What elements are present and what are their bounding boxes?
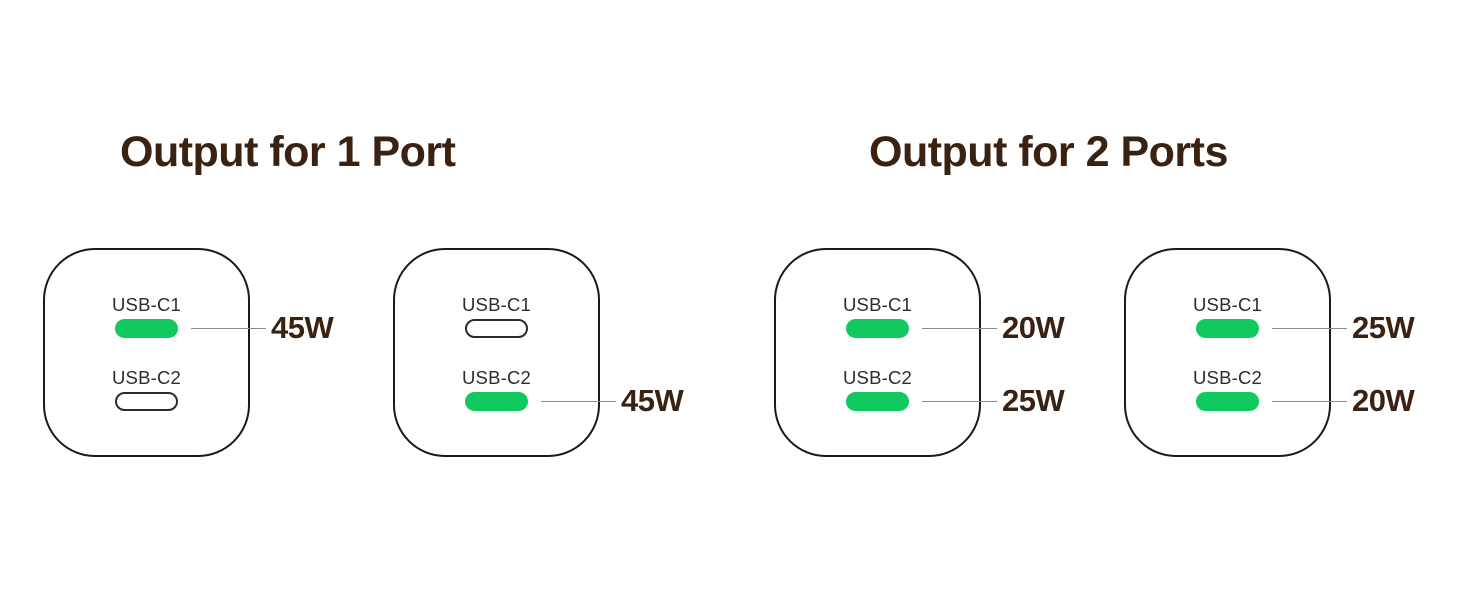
port-group-usb-c1: USB-C1 [45,294,248,338]
usb-port-indicator-active [1196,392,1259,411]
port-label: USB-C2 [461,367,532,388]
port-label: USB-C1 [1192,294,1263,315]
port-group-usb-c1: USB-C1 [395,294,598,338]
usb-port-indicator-active [846,392,909,411]
callout-line [1272,400,1347,403]
port-group-usb-c2: USB-C2 [776,367,979,411]
port-label: USB-C1 [842,294,913,315]
usb-port-indicator-inactive [465,319,528,338]
port-group-usb-c2: USB-C2 [395,367,598,411]
wattage-label: 20W [1002,310,1065,345]
usb-port-indicator-active [846,319,909,338]
charger-diagram-1: USB-C1 USB-C2 45W [43,248,334,457]
charger-diagram-3: USB-C1 USB-C2 20W 25W [774,248,1065,457]
port-group-usb-c2: USB-C2 [1126,367,1329,411]
wattage-label: 45W [621,383,684,418]
wattage-label: 25W [1352,310,1415,345]
port-group-usb-c2: USB-C2 [45,367,248,411]
section-heading-1-port: Output for 1 Port [120,128,456,176]
callout-line [1272,327,1347,330]
port-label: USB-C1 [461,294,532,315]
wattage-label: 20W [1352,383,1415,418]
port-label: USB-C2 [1192,367,1263,388]
port-label: USB-C2 [111,367,182,388]
usb-port-indicator-active [115,319,178,338]
charger-diagram-2: USB-C1 USB-C2 45W [393,248,684,457]
usb-port-indicator-active [1196,319,1259,338]
port-group-usb-c1: USB-C1 [1126,294,1329,338]
charger-diagram-4: USB-C1 USB-C2 25W 20W [1124,248,1415,457]
port-group-usb-c1: USB-C1 [776,294,979,338]
callout-line [922,327,997,330]
port-label: USB-C1 [111,294,182,315]
callout-line [541,400,616,403]
wattage-label: 25W [1002,383,1065,418]
callout-line [191,327,266,330]
wattage-label: 45W [271,310,334,345]
section-heading-2-ports: Output for 2 Ports [869,128,1228,176]
usb-port-indicator-inactive [115,392,178,411]
usb-port-indicator-active [465,392,528,411]
callout-line [922,400,997,403]
port-label: USB-C2 [842,367,913,388]
